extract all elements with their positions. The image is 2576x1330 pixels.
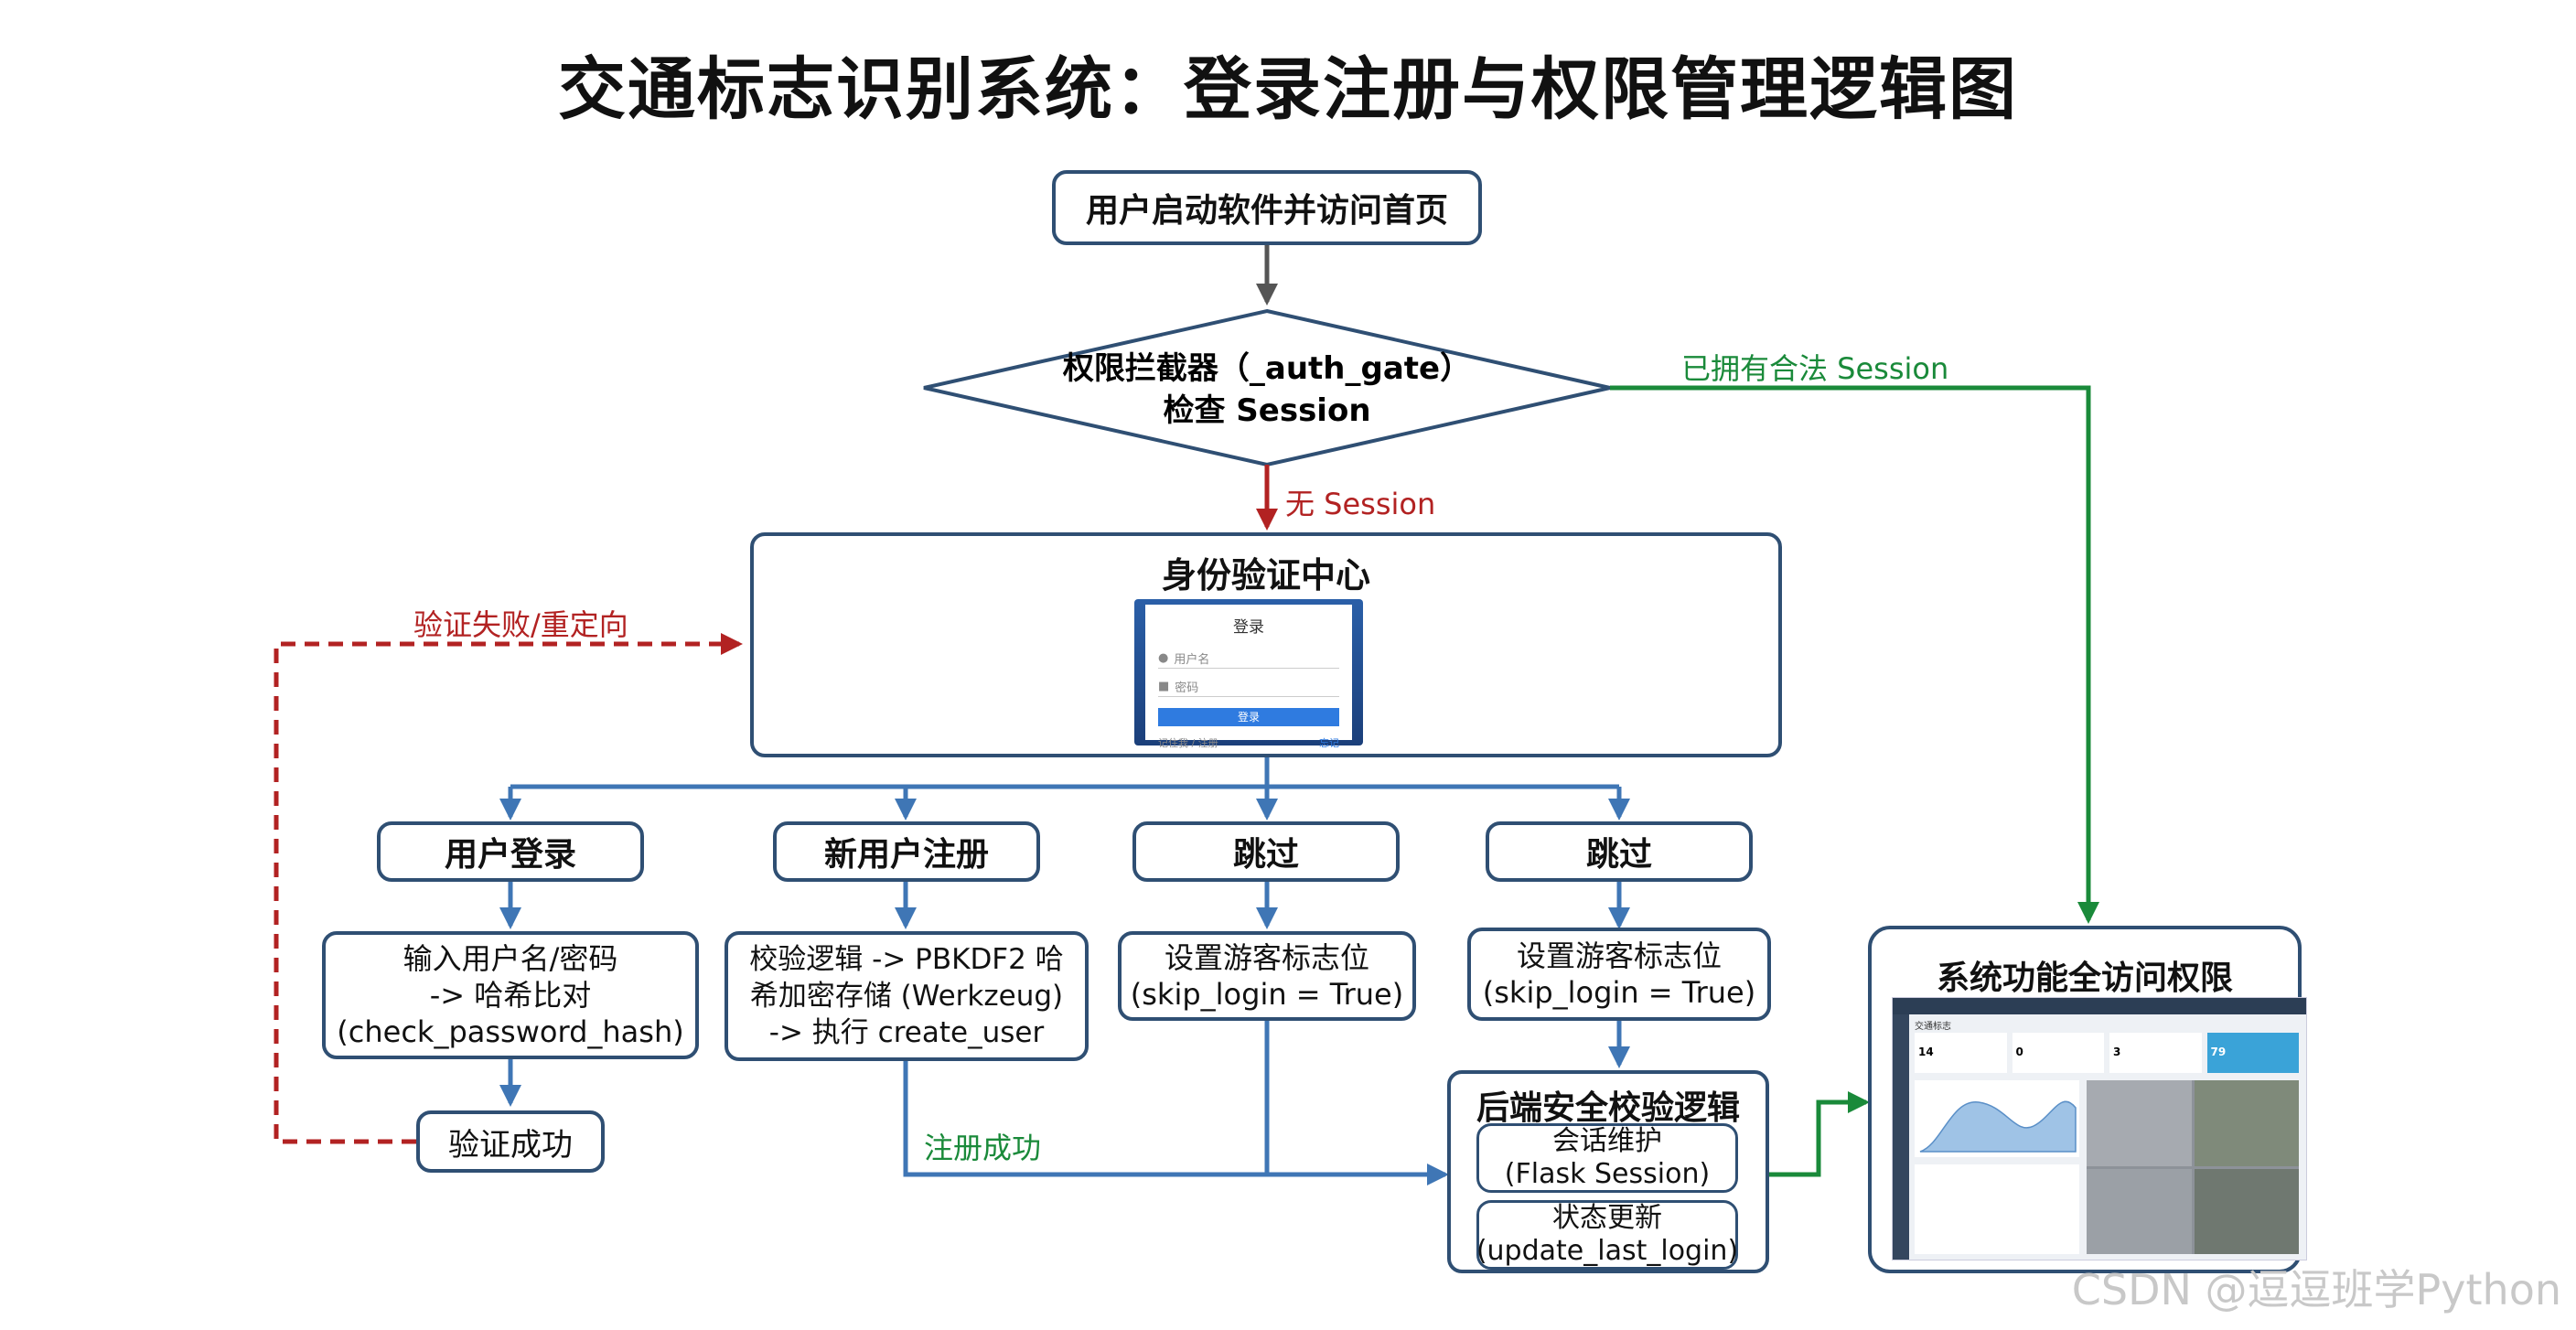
node-login-steps: 输入用户名/密码 -> 哈希比对 (check_password_hash) xyxy=(322,931,699,1059)
node-verify-ok: 验证成功 xyxy=(416,1110,605,1173)
user-icon: ● xyxy=(1158,650,1169,665)
node-register: 新用户注册 xyxy=(773,821,1040,882)
edge-fail-redirect xyxy=(274,633,743,1144)
label-has-session: 已拥有合法 Session xyxy=(1681,351,1949,386)
stat-card: 14 xyxy=(1915,1033,2007,1073)
node-skip-1-steps: 设置游客标志位 (skip_login = True) xyxy=(1118,931,1416,1021)
label-fail-redirect: 验证失败/重定向 xyxy=(413,607,628,642)
node-skip-1: 跳过 xyxy=(1132,821,1400,882)
stat-card: 0 xyxy=(2012,1033,2104,1073)
mock-username-field: ● 用户名 xyxy=(1158,648,1339,669)
lock-icon: ■ xyxy=(1158,679,1170,693)
stat-card: 79 xyxy=(2206,1033,2299,1073)
node-skip-2-steps: 设置游客标志位 (skip_login = True) xyxy=(1467,928,1771,1021)
node-skip-2: 跳过 xyxy=(1486,821,1753,882)
label-no-session: 无 Session xyxy=(1285,487,1436,521)
node-login: 用户登录 xyxy=(377,821,644,882)
mock-password-field: ■ 密码 xyxy=(1158,676,1339,697)
table-thumb xyxy=(1915,1164,2079,1254)
page-title: 交通标志识别系统：登录注册与权限管理逻辑图 xyxy=(558,50,2018,129)
edge-has-session xyxy=(1610,385,2099,924)
node-gate: 权限拦截器（_auth_gate） 检查 Session xyxy=(1062,350,1472,429)
edge-backend-to-access xyxy=(1767,1091,1870,1177)
node-status: 状态更新 (update_last_login) xyxy=(1476,1200,1738,1270)
node-start: 用户启动软件并访问首页 xyxy=(1052,170,1482,245)
label-register-ok: 注册成功 xyxy=(924,1131,1042,1165)
stat-card: 3 xyxy=(2109,1033,2202,1073)
node-session: 会话维护 (Flask Session) xyxy=(1476,1123,1738,1193)
road-images-thumb xyxy=(2087,1080,2299,1254)
watermark: CSDN @逗逗班学Python xyxy=(2071,1265,2561,1314)
login-screenshot: 登录 ● 用户名 ■ 密码 登录 记住我 / 注册 忘记 xyxy=(1134,599,1363,749)
area-chart-thumb xyxy=(1915,1080,2079,1157)
mock-login-button: 登录 xyxy=(1158,708,1339,726)
dashboard-screenshot: 交通标志 14 0 3 79 xyxy=(1892,997,2307,1260)
node-register-steps: 校验逻辑 -> PBKDF2 哈 希加密存储 (Werkzeug) -> 执行 … xyxy=(724,931,1089,1061)
